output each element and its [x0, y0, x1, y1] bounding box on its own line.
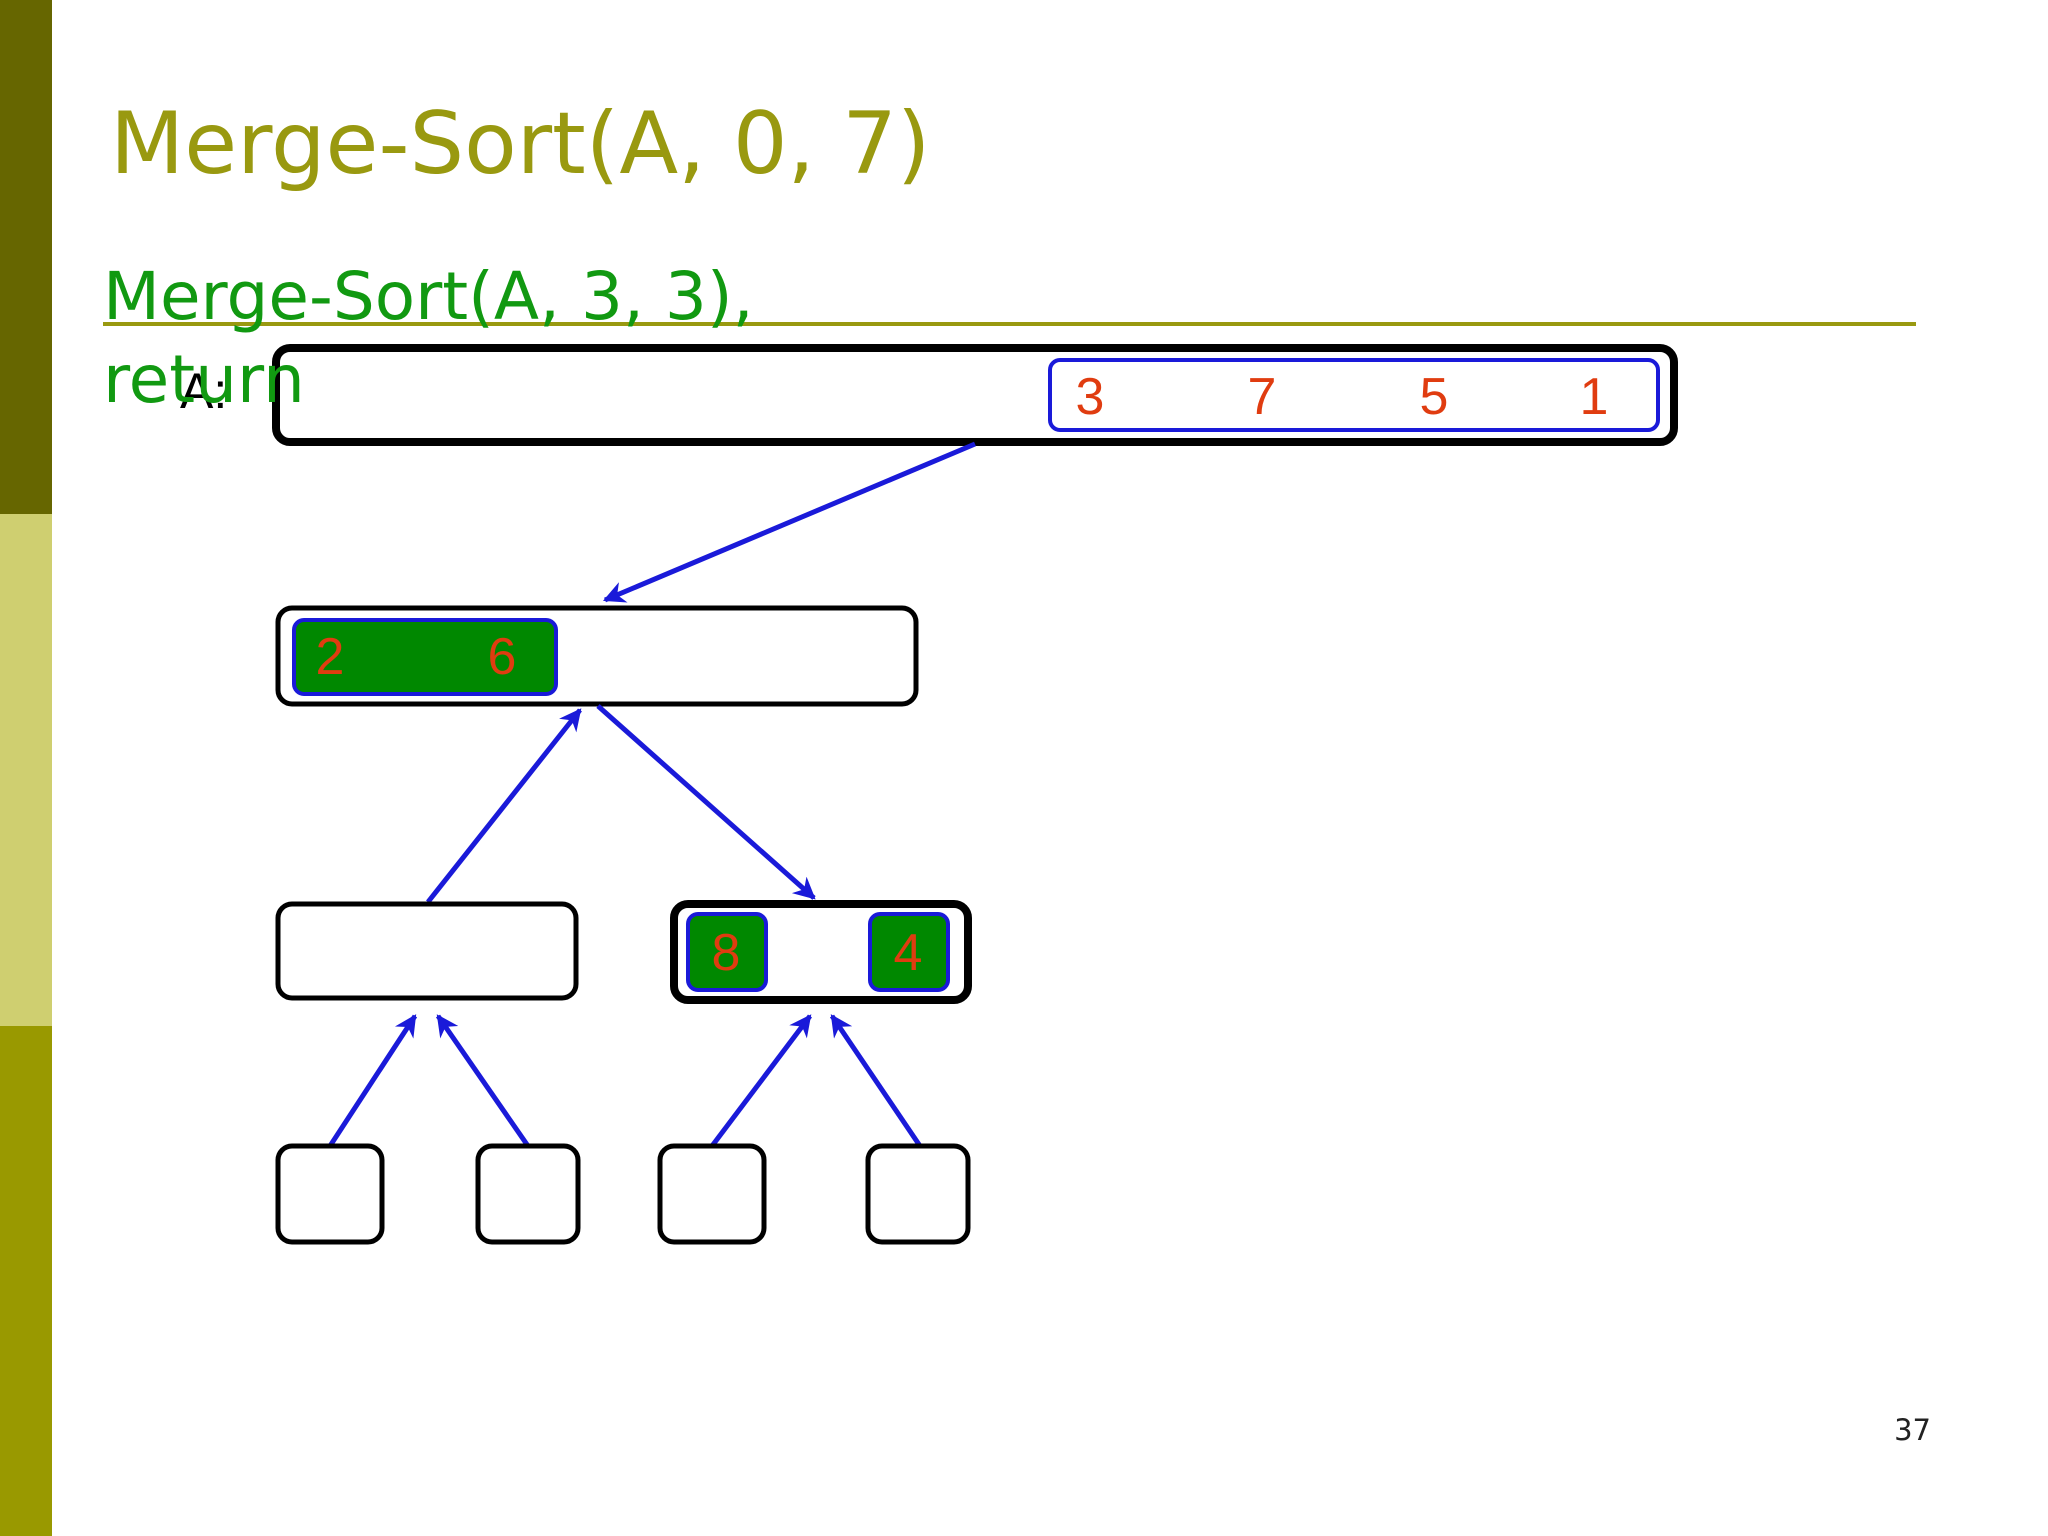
level1-left-sorted-cells — [292, 618, 558, 696]
leaf-node — [865, 1143, 971, 1245]
root-values-group: 3 7 5 1 — [1076, 368, 1609, 426]
level2-right-cell-left — [686, 912, 768, 992]
level2-left-node — [275, 901, 579, 1001]
sidebar-bar-top — [0, 0, 52, 514]
level1-left-value-1: 6 — [488, 628, 517, 686]
level2-right-value-1: 4 — [894, 924, 923, 982]
arrow-level2-left-to-parent — [426, 708, 582, 904]
leaf-node — [275, 1143, 385, 1245]
level2-right-value-0: 8 — [712, 924, 741, 982]
arrow-leaf1-to-level2-left — [327, 1014, 418, 1148]
root-node — [272, 344, 1678, 446]
root-value-1: 7 — [1248, 368, 1277, 426]
root-value-0: 3 — [1076, 368, 1105, 426]
sidebar-bar-middle — [0, 514, 52, 1026]
arrow-leaf2-to-level2-left — [435, 1014, 531, 1148]
sidebar-bar-bottom — [0, 1026, 52, 1536]
title-divider — [103, 322, 1916, 326]
root-active-range — [1048, 358, 1660, 432]
level1-left-value-0: 2 — [316, 628, 345, 686]
slide-number: 37 — [1894, 1413, 1931, 1447]
arrow-leaf3-to-level2-right — [710, 1014, 812, 1148]
leaf-node — [475, 1143, 581, 1245]
slide-title: Merge-Sort(A, 0, 7) — [110, 94, 931, 194]
array-label: A: — [180, 363, 227, 419]
level2-right-cell-right — [868, 912, 950, 992]
root-value-3: 1 — [1580, 368, 1609, 426]
arrow-root-to-left-child — [602, 441, 976, 603]
arrow-parent-to-level2-right — [596, 704, 816, 900]
slide-subtitle: Merge-Sort(A, 3, 3), return — [103, 258, 754, 418]
arrow-leaf4-to-level2-right — [829, 1014, 923, 1148]
root-value-2: 5 — [1420, 368, 1449, 426]
leaf-node — [657, 1143, 767, 1245]
